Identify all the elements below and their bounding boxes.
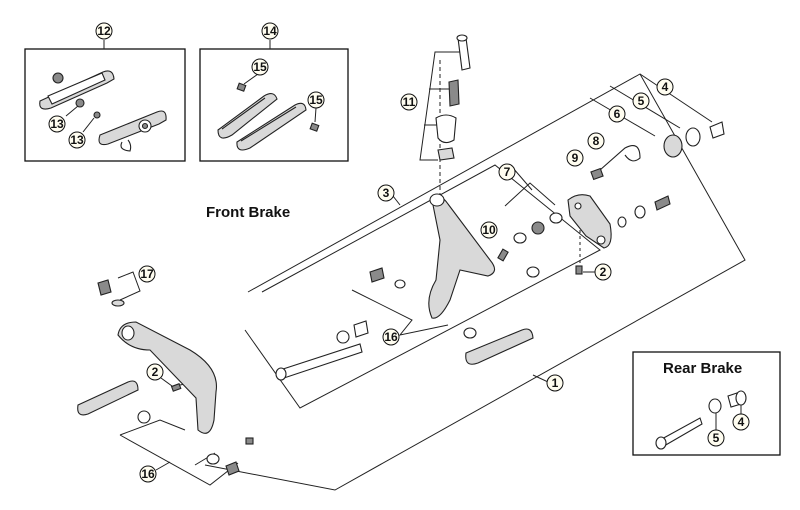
callout-16[interactable]: 16 [382, 328, 400, 346]
callout-4-rear[interactable]: 4 [732, 413, 750, 431]
svg-text:15: 15 [253, 60, 267, 74]
front-brake-label: Front Brake [206, 204, 290, 221]
pad-screw-icon [309, 122, 320, 132]
svg-text:6: 6 [614, 107, 621, 121]
svg-text:2: 2 [600, 265, 607, 279]
spacer-icon [353, 320, 369, 338]
svg-text:3: 3 [383, 186, 390, 200]
svg-text:17: 17 [140, 267, 154, 281]
callout-12[interactable]: 12 [95, 22, 113, 40]
brake-shoe-icon [465, 328, 534, 365]
svg-text:5: 5 [713, 431, 720, 445]
adjusting-barrel-icon [457, 37, 471, 71]
inset-box-12 [24, 48, 186, 162]
callout-7[interactable]: 7 [498, 163, 516, 181]
washer-icon [463, 327, 477, 339]
mounting-nut-icon [709, 121, 725, 139]
inset-pad-insert-set [199, 40, 349, 162]
callout-13[interactable]: 13 [48, 115, 66, 133]
spring-icon [448, 79, 460, 107]
shoe-nut-icon [75, 98, 85, 108]
svg-text:12: 12 [97, 24, 111, 38]
svg-text:14: 14 [263, 24, 277, 38]
callout-13[interactable]: 13 [68, 131, 86, 149]
centering-screw-icon [575, 265, 583, 275]
svg-text:7: 7 [504, 165, 511, 179]
spring-holder-icon [663, 134, 683, 158]
inset-brake-shoe-set [24, 40, 186, 162]
washer-icon [336, 330, 350, 344]
pad-insert-icon [236, 102, 307, 151]
washer-icon [206, 453, 220, 465]
brake-arm-icon [117, 321, 218, 434]
callout-17[interactable]: 17 [138, 265, 156, 283]
nut-icon [245, 437, 254, 445]
washer-icon [137, 410, 151, 424]
callout-8[interactable]: 8 [587, 132, 605, 150]
svg-text:9: 9 [572, 151, 579, 165]
callout-6[interactable]: 6 [608, 105, 626, 123]
spring-cap-icon [590, 167, 604, 181]
mounting-bolt-icon [279, 343, 363, 379]
inset-box-14 [199, 48, 349, 162]
svg-text:5: 5 [638, 94, 645, 108]
callout-1[interactable]: 1 [546, 374, 564, 392]
svg-text:4: 4 [738, 415, 745, 429]
shoe-bolt-icon [225, 461, 240, 476]
svg-text:13: 13 [70, 133, 84, 147]
callout-5[interactable]: 5 [632, 92, 650, 110]
svg-text:1: 1 [552, 376, 559, 390]
callout-14[interactable]: 14 [261, 22, 279, 40]
callout-10[interactable]: 10 [480, 221, 498, 239]
svg-text:10: 10 [482, 223, 496, 237]
svg-text:4: 4 [662, 80, 669, 94]
shoe-bolt-icon [369, 267, 385, 283]
callout-2[interactable]: 2 [594, 263, 612, 281]
washer-icon [708, 398, 722, 414]
cable-bolt-icon [97, 279, 112, 296]
callout-5-rear[interactable]: 5 [707, 429, 725, 447]
svg-text:8: 8 [593, 134, 600, 148]
svg-text:16: 16 [384, 330, 398, 344]
washer-icon [685, 127, 701, 147]
washer-icon [513, 232, 527, 244]
inset-box-rear [632, 351, 781, 456]
washer-icon [549, 212, 563, 224]
washer-icon [394, 279, 406, 289]
pad-insert-icon [217, 93, 278, 139]
brake-arm-icon [428, 196, 496, 319]
callout-9[interactable]: 9 [566, 149, 584, 167]
callout-4[interactable]: 4 [656, 78, 674, 96]
svg-text:13: 13 [50, 117, 64, 131]
callout-2[interactable]: 2 [146, 363, 164, 381]
cable-housing-cap-icon [435, 114, 457, 144]
front-brake-parts [77, 34, 725, 476]
svg-text:2: 2 [152, 365, 159, 379]
centering-screw-icon [170, 383, 182, 392]
pad-screw-icon [236, 82, 247, 92]
callout-15[interactable]: 15 [307, 91, 325, 109]
svg-text:11: 11 [403, 95, 416, 109]
return-spring-icon [599, 145, 641, 171]
brake-shoe-icon [98, 110, 167, 146]
callout-15[interactable]: 15 [251, 58, 269, 76]
callout-11[interactable]: 11 [400, 93, 418, 111]
washer-icon [531, 221, 545, 235]
callout-16[interactable]: 16 [139, 465, 157, 483]
adjusting-screw-icon [497, 248, 509, 262]
callout-3[interactable]: 3 [377, 184, 395, 202]
rear-brake-label: Rear Brake [663, 360, 742, 377]
inset-rear-brake: Rear Brake [632, 351, 781, 456]
svg-text:16: 16 [141, 467, 155, 481]
svg-text:15: 15 [309, 93, 323, 107]
brake-shoe-icon [77, 380, 139, 416]
